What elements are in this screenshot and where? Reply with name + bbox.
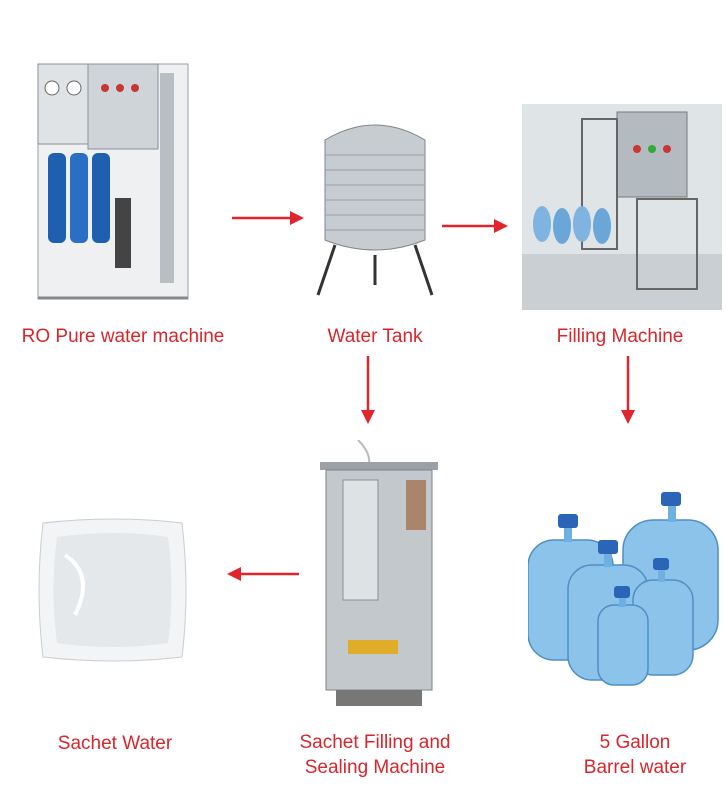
filling-machine-picture (522, 104, 722, 310)
sachet-machine-label-line1: Sachet Filling and (299, 732, 451, 753)
arrow-ro-to-tank (232, 211, 304, 225)
sachet-machine-label-line2: Sealing Machine (304, 757, 446, 778)
arrow-tank-to-filling (442, 219, 508, 233)
arrow-sachet-machine-to-sachet-water (227, 567, 299, 581)
filling-machine-label: Filling Machine (556, 326, 684, 347)
sachet-water-label: Sachet Water (57, 733, 173, 754)
barrel-water-label-line2: Barrel water (583, 757, 687, 778)
arrow-tank-to-sachet-machine (361, 356, 375, 424)
barrel-water-label-line1: 5 Gallon (599, 732, 671, 753)
sachet-machine-picture (320, 440, 438, 706)
water-tank-label: Water Tank (327, 326, 423, 347)
ro-machine-picture (37, 63, 189, 300)
arrow-filling-to-barrel (621, 356, 635, 424)
gallon-bottles-picture (528, 492, 719, 686)
water-tank-picture (316, 124, 434, 296)
sachet-water-picture (38, 518, 187, 662)
ro-machine-label: RO Pure water machine (21, 326, 225, 347)
